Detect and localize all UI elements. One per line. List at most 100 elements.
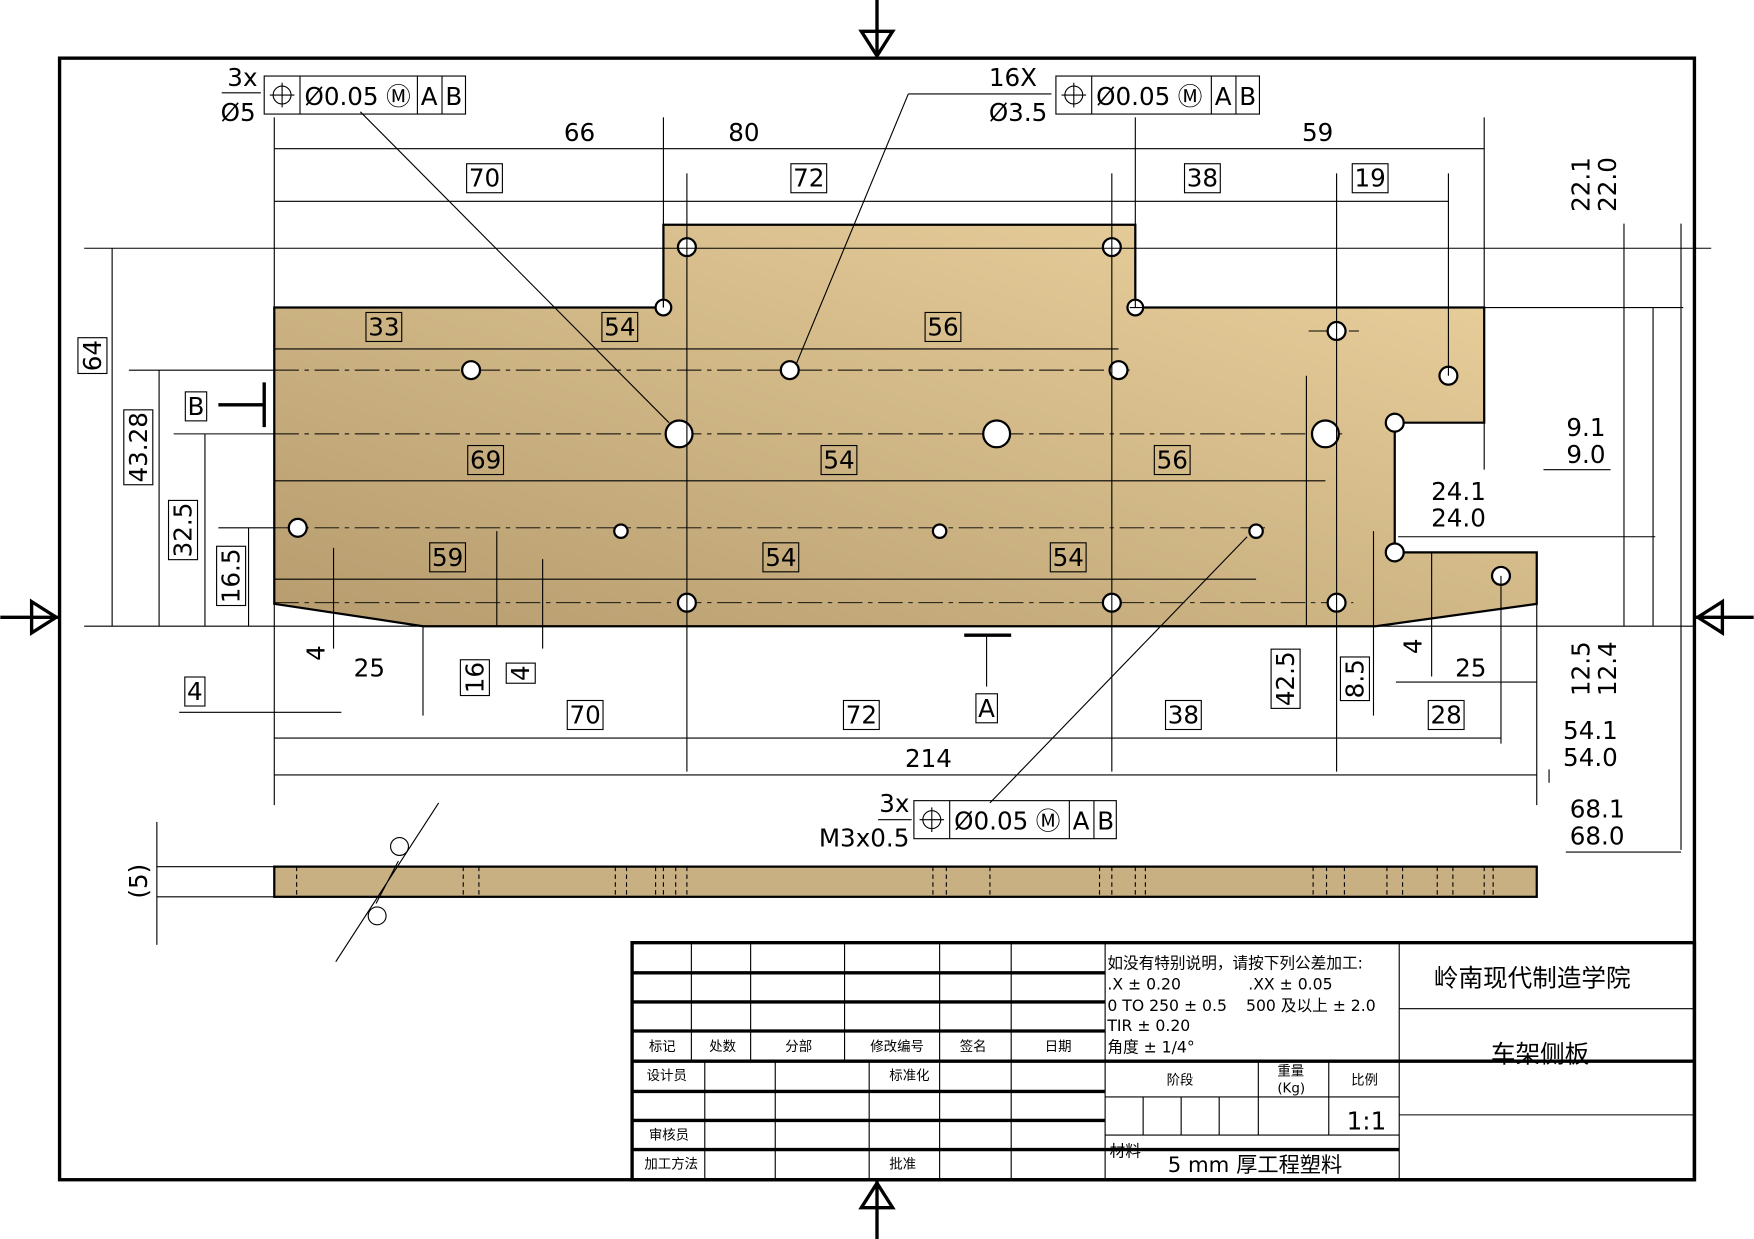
hole <box>1384 542 1405 563</box>
dimension-value: 54 <box>604 312 635 341</box>
dimension-box <box>975 693 998 724</box>
label-change-no: 修改编号 <box>870 1039 924 1055</box>
dimension-value: 68.0 <box>1570 821 1625 850</box>
dimension-box <box>77 337 108 375</box>
dimension: 59 <box>429 542 467 573</box>
dimension: 68.1 <box>1570 794 1625 823</box>
fcf-datum: A <box>1073 807 1090 836</box>
dimension-box <box>184 391 208 422</box>
dimension-value: 16.5 <box>217 549 246 604</box>
dimension-value: 4 <box>506 665 535 681</box>
dimension: 54.0 <box>1563 743 1618 772</box>
dimension-value: 59 <box>1302 118 1333 147</box>
fcf-3x-d5: 3x Ø5 Ø0.05 Ⓜ A B <box>221 63 467 127</box>
dimension-box <box>1049 542 1087 573</box>
dimension-box <box>1270 648 1301 709</box>
dimension: 28 <box>1427 699 1465 731</box>
fcf-datum: B <box>445 82 462 111</box>
dimension: 32.5 <box>167 499 199 561</box>
fcf-datum: A <box>1215 82 1232 111</box>
dimension-value: 214 <box>905 744 952 773</box>
dimension-box <box>466 163 503 194</box>
dimension-value: 59 <box>432 543 463 572</box>
fcf-count: 3x <box>227 63 257 92</box>
label-scale: 比例 <box>1351 1073 1378 1089</box>
dimension-box <box>216 545 247 607</box>
dimension: (5) <box>124 864 153 899</box>
fcf-tolerance: Ø0.05 <box>1096 82 1170 111</box>
dimension-value: A <box>978 694 995 723</box>
hole <box>664 419 694 449</box>
tolerance-note: 如没有特别说明，请按下列公差加工: <box>1107 953 1363 972</box>
hole <box>1384 412 1405 433</box>
fcf-tolerance: Ø0.05 <box>304 82 378 111</box>
dimension: 12.5 <box>1566 641 1595 696</box>
dimension: 54 <box>820 444 858 476</box>
dimension-value: 69 <box>470 446 501 475</box>
label-standard: 标准化 <box>889 1068 929 1084</box>
dimension: 33 <box>365 311 403 343</box>
dimension-value: 22.0 <box>1593 157 1622 212</box>
dimension: 42.5 <box>1270 648 1301 709</box>
dimension-value: 12.5 <box>1566 641 1595 696</box>
dimension: 24.0 <box>1431 504 1486 533</box>
dimension-value: (5) <box>124 864 153 899</box>
dimension-box <box>1164 699 1202 731</box>
label-reviewer: 审核员 <box>649 1127 689 1143</box>
dimension-value: 38 <box>1168 700 1199 729</box>
fcf-size: M3x0.5 <box>819 824 910 853</box>
dimension: 43.28 <box>123 409 154 486</box>
dimension-lines <box>84 93 1712 962</box>
dimension-value: 16 <box>460 662 489 693</box>
dimension-box <box>429 542 467 573</box>
label-mark: 标记 <box>649 1039 676 1055</box>
school-name: 岭南现代制造学院 <box>1434 963 1631 992</box>
dimension-box <box>1427 699 1465 731</box>
dimension-box <box>762 542 800 573</box>
label-count: 处数 <box>709 1039 736 1055</box>
dimension: 70 <box>466 163 503 194</box>
dimension: 214 <box>905 744 952 773</box>
dimension-box <box>505 662 536 684</box>
dimension: 72 <box>790 163 828 194</box>
dimension-box <box>566 699 604 731</box>
dimension-value: 24.1 <box>1431 477 1486 506</box>
fcf-3x-m3: 3x M3x0.5 Ø0.05 Ⓜ A B <box>819 789 1117 853</box>
title-block: 标记 处数 分部 修改编号 签名 日期 设计员 标准化 审核员 加工方法 批准 … <box>630 940 1697 1182</box>
dimension-value: 43.28 <box>124 412 153 482</box>
tolerance-xx: .XX ± 0.05 <box>1248 975 1332 994</box>
label-weight: 重量 <box>1277 1064 1304 1080</box>
datum-b-symbol <box>218 382 266 428</box>
dimension-value: 24.0 <box>1431 504 1486 533</box>
dimension-box <box>167 499 199 561</box>
dimension: 24.1 <box>1431 477 1486 506</box>
dimension: 25 <box>1455 654 1486 683</box>
dimension-box <box>459 659 490 697</box>
dimension-box <box>820 444 858 476</box>
dimension-value: 8.5 <box>1340 659 1369 698</box>
label-material: 材料 <box>1110 1141 1142 1160</box>
label-approve: 批准 <box>889 1157 916 1173</box>
fcf-count: 16X <box>989 63 1037 92</box>
dimension-box <box>924 311 962 343</box>
hole <box>1108 360 1129 381</box>
dimension: 54 <box>1049 542 1087 573</box>
dimension-value: 25 <box>1455 654 1486 683</box>
dimension-value: 12.4 <box>1593 641 1622 696</box>
dimension-box <box>601 311 639 343</box>
hole <box>779 360 800 381</box>
dimension-box <box>1153 444 1191 476</box>
label-process: 加工方法 <box>644 1157 698 1173</box>
material-value: 5 mm 厚工程塑料 <box>1168 1153 1343 1178</box>
dimension-value: 54.0 <box>1563 743 1618 772</box>
fcf-tolerance: Ø0.05 <box>954 807 1028 836</box>
dimension-value: 32.5 <box>169 503 198 558</box>
dimension-box <box>1351 163 1389 194</box>
dimension-value: 54 <box>823 446 854 475</box>
dimension-value: 9.0 <box>1566 440 1605 469</box>
dimension: 16.5 <box>216 545 247 607</box>
dimension-box <box>1339 656 1370 702</box>
fcf-16x-d3-5: 16X Ø3.5 Ø0.05 Ⓜ A B <box>908 63 1260 127</box>
dimension: 9.0 <box>1566 440 1605 469</box>
dimension-value: 54.1 <box>1563 716 1618 745</box>
